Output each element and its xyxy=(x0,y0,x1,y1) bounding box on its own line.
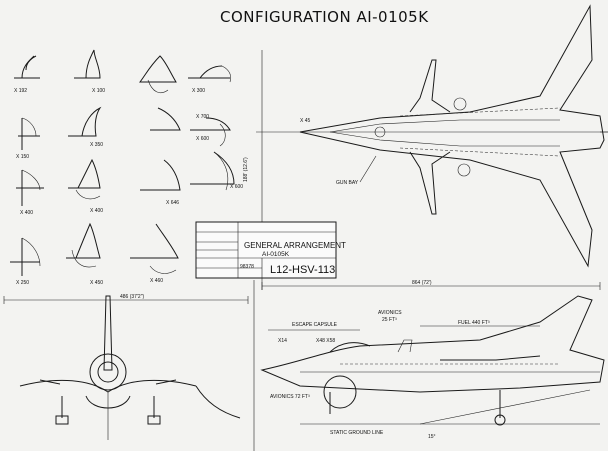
station-label: X 450 xyxy=(90,280,103,286)
drawing-number: L12-HSV-113 xyxy=(270,264,335,276)
station-label: X 400 xyxy=(90,208,103,214)
station-label: X 600 xyxy=(230,184,243,190)
avionics-volume-label: 25 FT³ xyxy=(382,317,397,323)
station-x14: X14 xyxy=(278,338,287,344)
fuel-label: FUEL 440 FT³ xyxy=(458,320,490,326)
static-ground-line-label: STATIC GROUND LINE xyxy=(330,430,384,436)
escape-capsule-label: ESCAPE CAPSULE xyxy=(292,322,338,328)
avionics-bottom-label: AVIONICS 72 FT³ xyxy=(270,394,310,400)
front-span-label: 486 (37'2") xyxy=(120,294,144,300)
station-label: X 400 xyxy=(20,210,33,216)
station-label: X 350 xyxy=(90,142,103,148)
station-label: X 600 xyxy=(196,136,209,142)
plan-span-label: 188' (12.6') xyxy=(243,157,249,182)
section-row-1 xyxy=(14,49,232,93)
station-label: X 100 xyxy=(92,88,105,94)
title-block-subheader: AI-0105K xyxy=(262,251,290,258)
section-row-2 xyxy=(18,106,231,150)
gun-bay-label: GUN BAY xyxy=(336,180,359,186)
section-row-4 xyxy=(10,222,179,276)
title-block-header: GENERAL ARRANGEMENT xyxy=(244,241,346,250)
plan-view: X 45 188' (12.6') GUN BAY xyxy=(243,4,608,290)
sheet-code: 98378 xyxy=(240,264,254,270)
station-label: X 700 xyxy=(196,114,209,120)
station-label: X 646 xyxy=(166,200,179,206)
side-length-label: 864 (72') xyxy=(412,280,432,286)
plan-station-label: X 45 xyxy=(300,118,311,124)
side-view: 864 (72') ESCAPE CAPSULE AVIONICS 25 FT³… xyxy=(260,280,605,440)
station-label: X 460 xyxy=(150,278,163,284)
title-block: GENERAL ARRANGEMENT AI-0105K L12-HSV-113… xyxy=(195,221,346,279)
drawing-title: CONFIGURATION AI-0105K xyxy=(220,8,429,26)
station-x48-x58: X48 X58 xyxy=(316,338,335,344)
station-label: X 300 xyxy=(192,88,205,94)
avionics-top-label: AVIONICS xyxy=(378,310,402,316)
front-view: 486 (37'2") xyxy=(3,294,249,440)
station-label: X 250 xyxy=(16,280,29,286)
cross-sections: X 192 X 100 X 300 X 150 X 350 X 700 X 60… xyxy=(10,49,243,286)
section-row-3 xyxy=(16,151,235,206)
station-label: X 150 xyxy=(16,154,29,160)
station-label: X 192 xyxy=(14,88,27,94)
rotation-angle-label: 15° xyxy=(428,434,436,440)
